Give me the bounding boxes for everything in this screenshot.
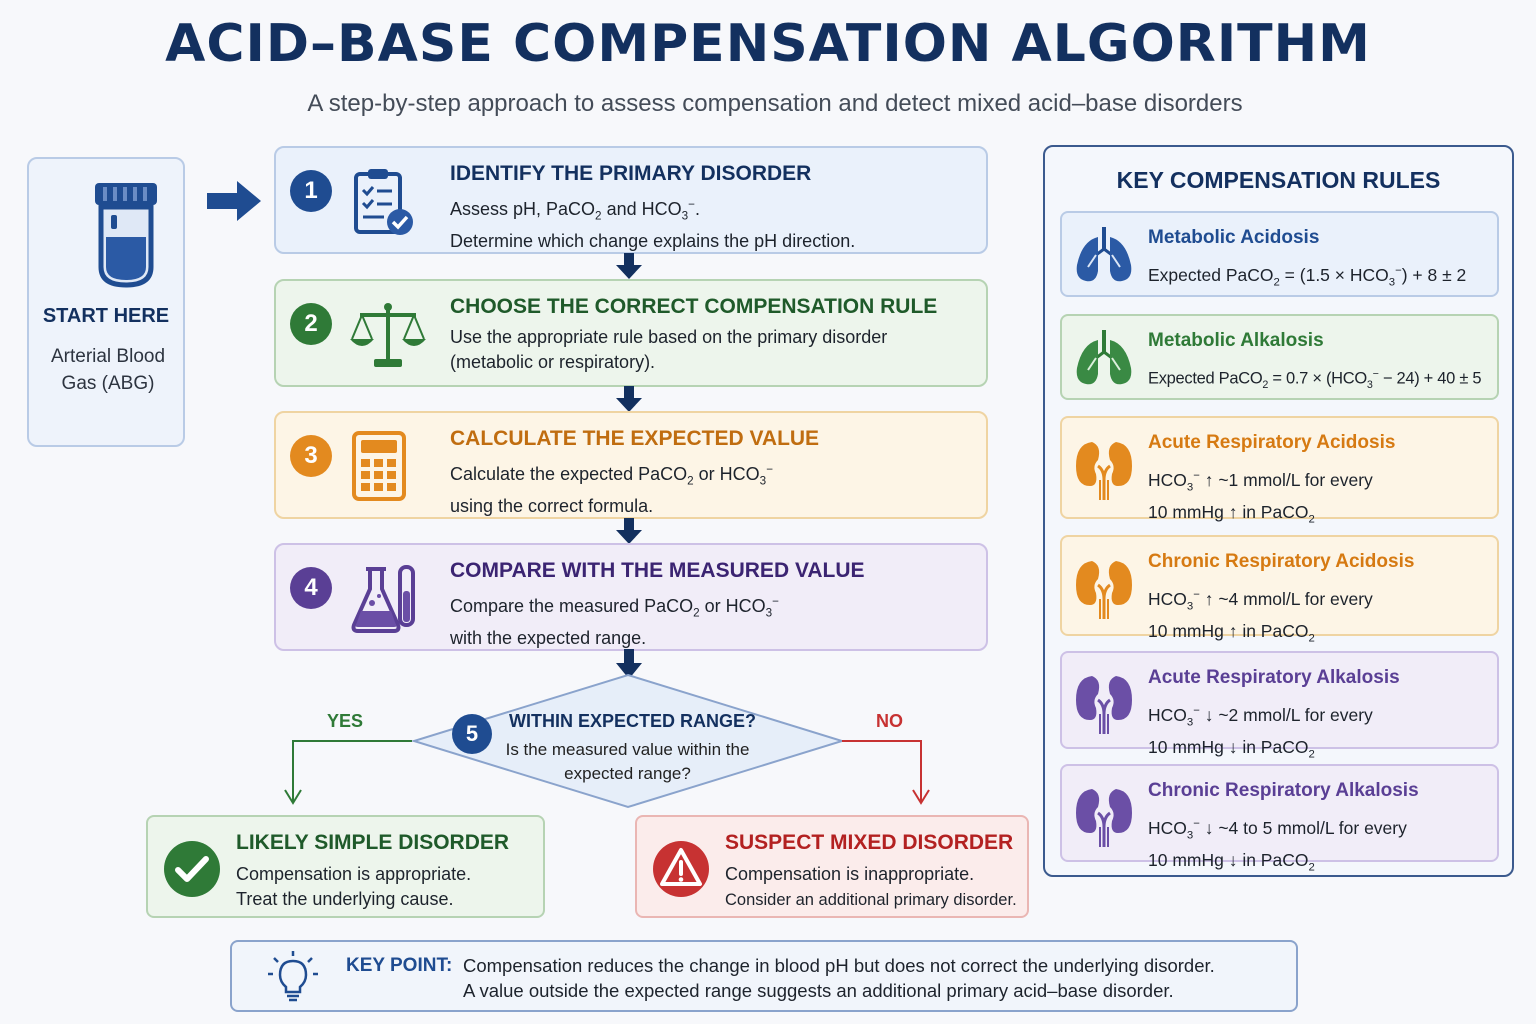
rule-formula: Expected PaCO2 = 0.7 × (HCO3− − 24) + 40…: [1148, 368, 1482, 391]
step-title: COMPARE WITH THE MEASURED VALUE: [450, 559, 865, 582]
rule-title: Chronic Respiratory Acidosis: [1148, 551, 1415, 572]
rule-description: HCO3− ↓ ~4 to 5 mmol/L for every 10 mmHg…: [1148, 817, 1407, 874]
result-description: Compensation is appropriate.Treat the un…: [236, 864, 472, 909]
key-point-line-1: Compensation reduces the change in blood…: [463, 955, 1215, 976]
key-rules-panel: KEY COMPENSATION RULES Metabolic Acidosi…: [1043, 145, 1514, 877]
step-number: 2: [290, 303, 332, 345]
clipboard-check-icon: [354, 169, 413, 235]
calculator-icon: [352, 431, 406, 501]
rule-description: HCO3− ↑ ~1 mmol/L for every 10 mmHg ↑ in…: [1148, 469, 1373, 526]
kidneys-icon: [1076, 789, 1132, 847]
step-title: IDENTIFY THE PRIMARY DISORDER: [450, 162, 812, 185]
step-description: Assess pH, PaCO2 and HCO3−. Determine wh…: [450, 198, 856, 251]
step-2-box: 2 CHOOSE THE CORRECT COMPENSATION RULE U…: [274, 279, 988, 387]
step-number: 4: [290, 567, 332, 609]
step-description: Compare the measured PaCO2 or HCO3− with…: [450, 595, 779, 648]
rule-formula: Expected PaCO2 = (1.5 × HCO3−) + 8 ± 2: [1148, 264, 1467, 289]
rule-title: Metabolic Alkalosis: [1148, 330, 1324, 351]
lungs-icon: [1076, 227, 1132, 282]
step-title: CALCULATE THE EXPECTED VALUE: [450, 427, 820, 450]
rule-chronic-respiratory-alkalosis: Chronic Respiratory Alkalosis HCO3− ↓ ~4…: [1060, 764, 1499, 874]
arrow-down-icon: [616, 518, 642, 544]
step-number: 3: [290, 435, 332, 477]
rule-title: Metabolic Acidosis: [1148, 227, 1320, 248]
key-point-label: KEY POINT:: [346, 955, 453, 976]
warning-triangle-icon: [653, 841, 709, 897]
rule-chronic-respiratory-acidosis: Chronic Respiratory Acidosis HCO3− ↑ ~4 …: [1060, 535, 1499, 645]
step-3-box: 3 CALCULATE THE EXPECTED VALUE Calculate…: [274, 411, 988, 519]
rule-acute-respiratory-alkalosis: Acute Respiratory Alkalosis HCO3− ↓ ~2 m…: [1060, 651, 1499, 761]
key-point-line-2: A value outside the expected range sugge…: [463, 980, 1174, 1001]
result-title: SUSPECT MIXED DISORDER: [725, 831, 1014, 854]
kidneys-icon: [1076, 676, 1132, 734]
arrow-down-icon: [616, 386, 642, 412]
arrow-right-icon: [207, 181, 261, 221]
decision-title: WITHIN EXPECTED RANGE?: [509, 711, 757, 731]
result-mixed-disorder: SUSPECT MIXED DISORDER Compensation is i…: [635, 815, 1029, 918]
kidneys-icon: [1076, 442, 1132, 500]
rule-description: HCO3− ↓ ~2 mmol/L for every 10 mmHg ↓ in…: [1148, 704, 1373, 761]
kidneys-icon: [1076, 561, 1132, 619]
result-description: Compensation is inappropriate.Consider a…: [725, 864, 1017, 909]
page-subtitle: A step-by-step approach to assess compen…: [307, 90, 1243, 117]
lightbulb-icon: [268, 951, 318, 1002]
key-point-box: KEY POINT: Compensation reduces the chan…: [230, 940, 1298, 1012]
step-number: 5: [452, 714, 492, 754]
decision-question: Is the measured value within the expecte…: [505, 740, 750, 783]
rule-description: HCO3− ↑ ~4 mmol/L for every 10 mmHg ↑ in…: [1148, 588, 1373, 645]
step-4-box: 4 COMPARE WITH THE MEASURED VALUE Compar…: [274, 543, 988, 651]
flask-tube-icon: [351, 565, 415, 633]
blood-tube-icon: [95, 183, 157, 288]
rule-metabolic-acidosis: Metabolic Acidosis Expected PaCO2 = (1.5…: [1060, 211, 1499, 297]
no-label: NO: [876, 711, 903, 731]
step-number: 1: [290, 170, 332, 212]
start-box: START HERE Arterial Blood Gas (ABG): [27, 157, 185, 447]
balance-scale-icon: [350, 303, 426, 367]
step-description: Calculate the expected PaCO2 or HCO3− us…: [450, 463, 774, 516]
rules-title: KEY COMPENSATION RULES: [1116, 167, 1441, 193]
arrow-down-icon: [616, 649, 642, 679]
yes-label: YES: [327, 711, 364, 731]
arrow-down-icon: [616, 253, 642, 279]
result-simple-disorder: LIKELY SIMPLE DISORDER Compensation is a…: [146, 815, 545, 918]
step-description: Use the appropriate rule based on the pr…: [450, 327, 888, 372]
rule-metabolic-alkalosis: Metabolic Alkalosis Expected PaCO2 = 0.7…: [1060, 314, 1499, 400]
result-title: LIKELY SIMPLE DISORDER: [236, 831, 510, 854]
rule-title: Acute Respiratory Acidosis: [1148, 432, 1396, 453]
start-label: START HERE: [42, 305, 170, 327]
page-title: ACID–BASE COMPENSATION ALGORITHM: [165, 14, 1371, 74]
step-title: CHOOSE THE CORRECT COMPENSATION RULE: [450, 295, 938, 318]
step-1-box: 1 IDENTIFY THE PRIMARY DISORDER Assess p…: [274, 146, 988, 254]
lungs-icon: [1076, 330, 1132, 385]
rule-title: Chronic Respiratory Alkalosis: [1148, 780, 1419, 801]
rule-title: Acute Respiratory Alkalosis: [1148, 667, 1400, 688]
rule-acute-respiratory-acidosis: Acute Respiratory Acidosis HCO3− ↑ ~1 mm…: [1060, 416, 1499, 526]
check-circle-icon: [164, 841, 220, 897]
start-description: Arterial Blood Gas (ABG): [50, 346, 166, 394]
